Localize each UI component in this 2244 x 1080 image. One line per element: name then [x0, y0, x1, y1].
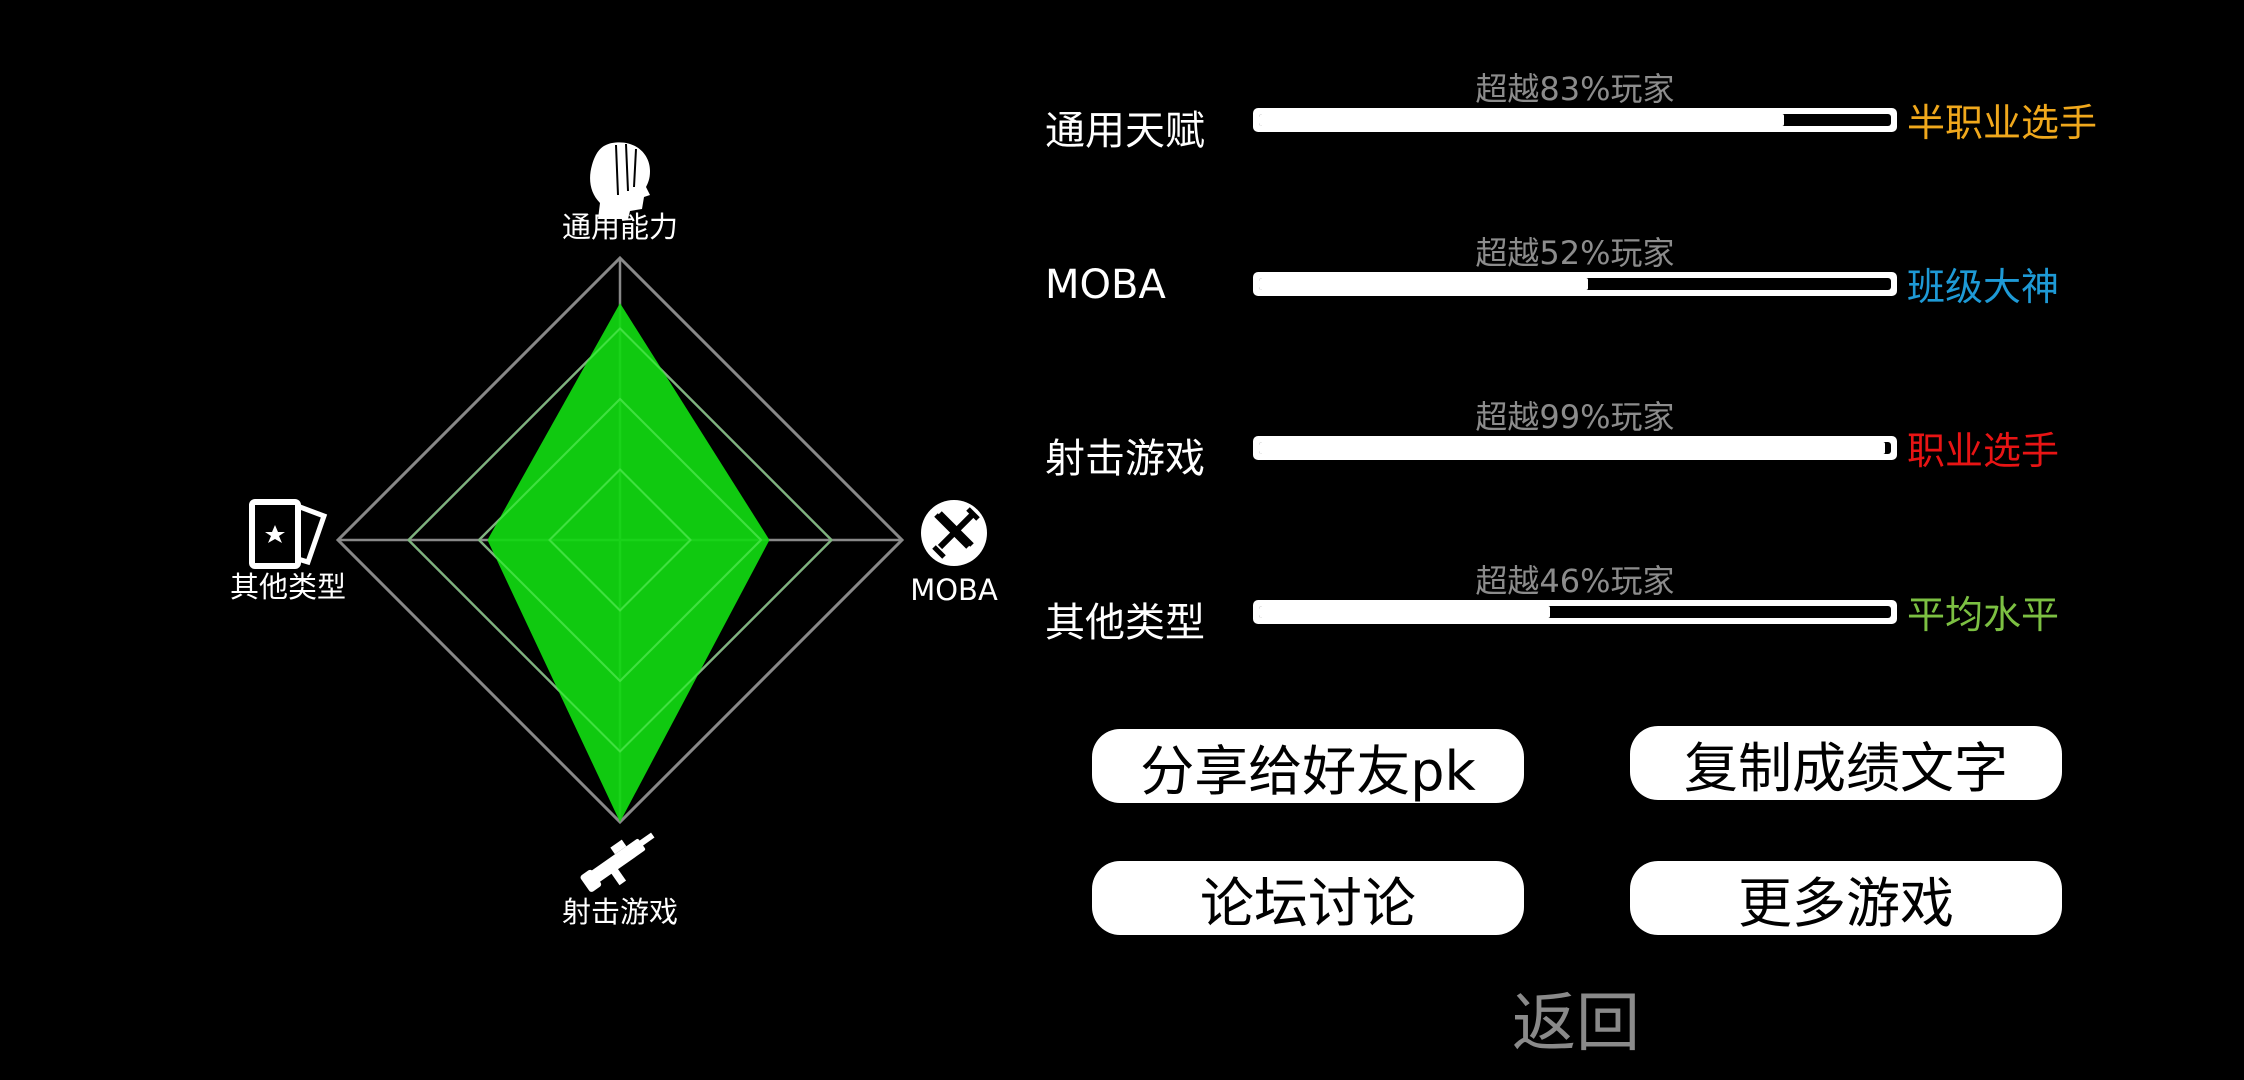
radar-inner-ring [407, 327, 833, 753]
stat-label: 其他类型 [1045, 600, 1205, 646]
progress-fill [1259, 442, 1885, 454]
axis-label-moba: MOBA [910, 573, 998, 607]
rank-label: 平均水平 [1907, 593, 2060, 637]
stat-label: MOBA [1045, 262, 1166, 308]
progress-fill [1259, 114, 1784, 126]
stat-row-other: 其他类型 超越46%玩家 平均水平 [1045, 562, 2155, 646]
axis-label-shooter: 射击游戏 [562, 895, 678, 929]
stat-row-moba: MOBA 超越52%玩家 班级大神 [1045, 234, 2155, 310]
stat-label: 通用天赋 [1045, 108, 1205, 154]
stat-percent-text: 超越52%玩家 [1475, 234, 1675, 272]
progress-bar [1253, 436, 1897, 460]
stat-percent-text: 超越83%玩家 [1475, 70, 1675, 108]
progress-bar [1253, 600, 1897, 624]
radar-inner-ring [548, 468, 692, 612]
radar-inner-grid [407, 327, 833, 753]
rank-label: 职业选手 [1907, 429, 2060, 473]
forum-button[interactable]: 论坛讨论 [1092, 861, 1524, 935]
axis-label-general: 通用能力 [562, 210, 678, 244]
progress-bar [1253, 108, 1897, 132]
rifle-icon [580, 832, 655, 892]
stat-percent-text: 超越46%玩家 [1475, 562, 1675, 600]
radar-inner-ring [477, 397, 763, 683]
progress-fill [1259, 606, 1550, 618]
stat-row-shooter: 射击游戏 超越99%玩家 职业选手 [1045, 398, 2155, 482]
back-button[interactable]: 返回 [1512, 987, 1640, 1061]
crossed-swords-icon [921, 500, 987, 566]
rank-label: 半职业选手 [1907, 101, 2098, 145]
more-games-button[interactable]: 更多游戏 [1630, 861, 2062, 935]
stat-label: 射击游戏 [1045, 436, 1205, 482]
axis-label-other: 其他类型 [230, 570, 346, 604]
progress-bar [1253, 272, 1897, 296]
progress-fill [1259, 278, 1588, 290]
rank-label: 班级大神 [1907, 265, 2060, 309]
stat-percent-text: 超越99%玩家 [1475, 398, 1675, 436]
radar-chart: 通用能力 MOBA 射击游戏 其他类型 [230, 142, 998, 929]
stat-row-general: 通用天赋 超越83%玩家 半职业选手 [1045, 70, 2155, 154]
copy-result-button[interactable]: 复制成绩文字 [1630, 726, 2062, 800]
human-head-icon [590, 142, 650, 220]
radar-value-area [487, 303, 770, 822]
share-button[interactable]: 分享给好友pk [1092, 729, 1524, 803]
star-cards-icon [249, 499, 328, 569]
